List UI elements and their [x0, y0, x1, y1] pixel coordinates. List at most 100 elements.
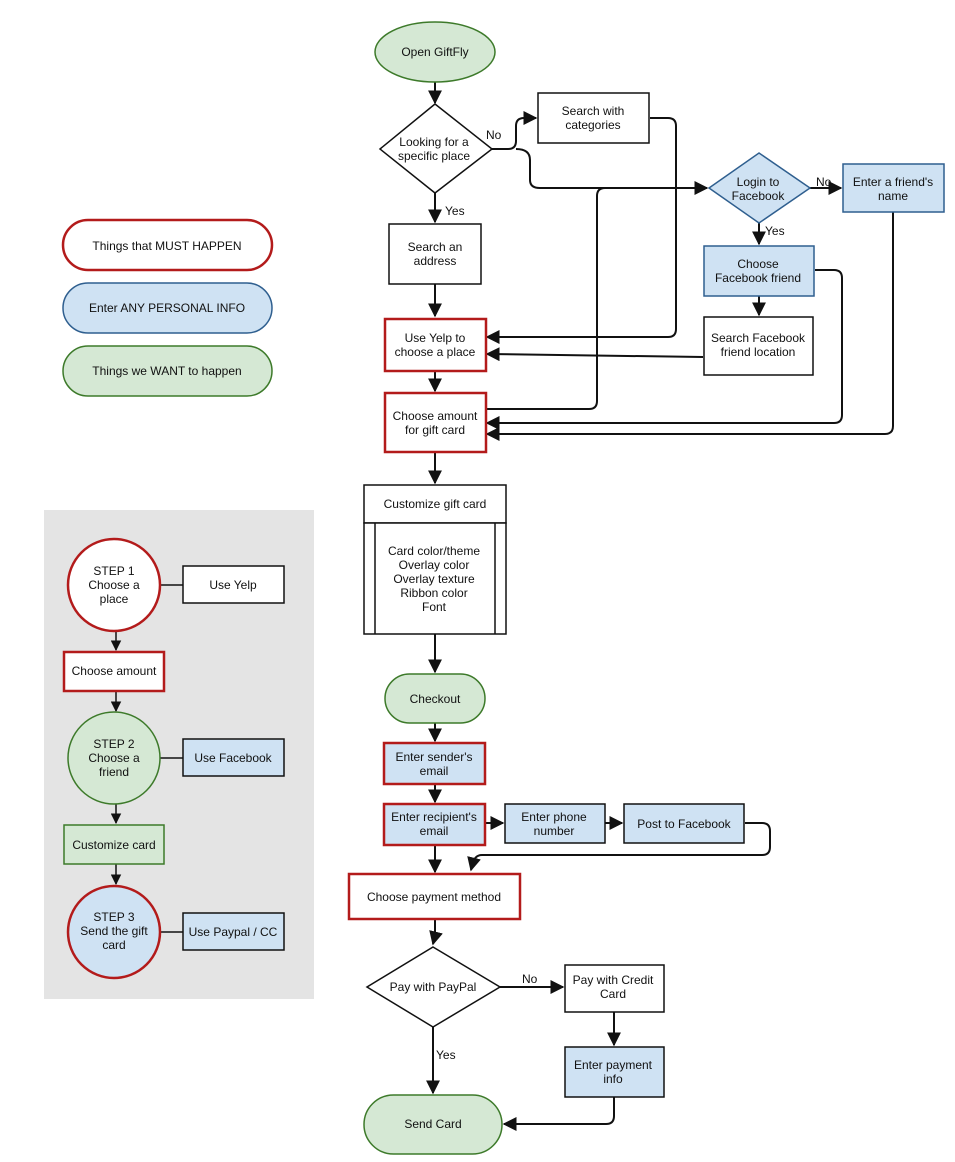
looking-decision-label: Looking for a	[399, 135, 469, 149]
legend-want-shape	[62, 345, 273, 397]
enter-friend-name-label: Enter a friend's	[853, 175, 933, 189]
login-facebook-decision-node	[707, 152, 812, 224]
edge-label-no: No	[522, 972, 538, 986]
connector	[467, 822, 771, 872]
use-yelp-node-label: Use Yelp to	[405, 331, 466, 345]
payment-method-label: Choose payment method	[367, 890, 501, 904]
choose-amount-node-label: Choose amount	[393, 409, 478, 423]
step2-circle	[67, 711, 161, 805]
customize-item: Overlay texture	[393, 572, 475, 586]
payment-method-node	[347, 872, 522, 921]
legend-personal-shape	[62, 282, 273, 334]
payment-info-node	[564, 1046, 665, 1098]
checkout-label: Checkout	[410, 692, 461, 706]
sender-email-label: email	[420, 764, 449, 778]
checkout-node	[384, 673, 486, 724]
edge-label-yes: Yes	[765, 224, 785, 238]
connector	[487, 187, 707, 410]
customize-header-node	[363, 484, 507, 524]
choose-amount-label: Choose amount	[72, 664, 157, 678]
use-yelp-node-label: choose a place	[395, 345, 476, 359]
customize-item: Card color/theme	[388, 544, 480, 558]
payment-info-label: info	[603, 1072, 623, 1086]
post-facebook-label: Post to Facebook	[637, 817, 731, 831]
edge-label-no: No	[486, 128, 502, 142]
step3-label: STEP 3	[93, 910, 134, 924]
choose-amount-node-label: for gift card	[405, 423, 465, 437]
send-card-node	[363, 1094, 503, 1155]
use-facebook-label: Use Facebook	[194, 751, 272, 765]
recipient-email-label: Enter recipient's	[391, 810, 477, 824]
connector	[429, 920, 443, 946]
sender-email-node	[382, 741, 487, 786]
phone-node	[504, 803, 606, 844]
recipient-email-label: email	[420, 824, 449, 838]
step3-label: Send the gift	[80, 924, 148, 938]
connector	[502, 1097, 615, 1131]
customize-item: Font	[422, 600, 447, 614]
step1-circle	[66, 537, 162, 633]
customize-card-label: Customize card	[72, 838, 155, 852]
enter-friend-name-node	[842, 163, 945, 213]
pay-credit-label: Card	[600, 987, 626, 1001]
customize-header-label: Customize gift card	[384, 497, 487, 511]
search-categories-node	[537, 92, 650, 144]
step1-label: Choose a	[88, 578, 140, 592]
open-giftfly-label: Open GiftFly	[401, 45, 468, 59]
sender-email-label: Enter sender's	[396, 750, 473, 764]
search-fb-location-label: friend location	[721, 345, 796, 359]
phone-label: number	[534, 824, 575, 838]
edge-label-yes: Yes	[445, 204, 465, 218]
legend-must-label: Things that MUST HAPPEN	[92, 239, 241, 253]
choose-amount-box	[62, 650, 166, 693]
edge-label-no: No	[816, 175, 832, 189]
edge-label-yes: Yes	[436, 1048, 456, 1062]
search-fb-location-label: Search Facebook	[711, 331, 806, 345]
steps-panel: STEP 1 Choose a place Use Yelp Choose am…	[44, 510, 314, 999]
step3-label: card	[102, 938, 125, 952]
use-paypal-label: Use Paypal / CC	[189, 925, 278, 939]
legend: Things that MUST HAPPEN Enter ANY PERSON…	[61, 218, 274, 397]
open-giftfly-node	[374, 21, 496, 83]
pay-paypal-label: Pay with PayPal	[390, 980, 477, 994]
post-facebook-node	[623, 803, 745, 844]
payment-info-label: Enter payment	[574, 1058, 653, 1072]
customize-item: Ribbon color	[400, 586, 467, 600]
choose-fb-friend-node	[703, 245, 815, 297]
use-yelp-node	[383, 317, 488, 373]
send-card-label: Send Card	[404, 1117, 461, 1131]
login-facebook-label: Login to	[737, 175, 780, 189]
customize-card-box	[63, 824, 165, 865]
use-paypal-box	[182, 912, 285, 951]
customize-list-node	[363, 522, 507, 635]
legend-want-label: Things we WANT to happen	[92, 364, 241, 378]
login-facebook-label: Facebook	[732, 189, 786, 203]
use-yelp-label: Use Yelp	[209, 578, 257, 592]
connector	[485, 269, 843, 430]
choose-fb-friend-label: Choose	[737, 257, 779, 271]
search-categories-label: categories	[565, 118, 620, 132]
search-categories-label: Search with	[562, 104, 625, 118]
flow-nodes: Open GiftFly Looking for a specific plac…	[347, 21, 945, 1155]
enter-friend-name-label: name	[878, 189, 908, 203]
connector	[485, 347, 704, 362]
connector	[515, 148, 709, 195]
recipient-email-node	[382, 802, 487, 847]
step2-label: Choose a	[88, 751, 140, 765]
step3-circle	[66, 884, 162, 980]
search-address-label: address	[414, 254, 457, 268]
looking-decision-label: specific place	[398, 149, 470, 163]
flow-connectors	[426, 82, 894, 1131]
connector	[485, 117, 677, 344]
use-facebook-box	[182, 738, 285, 777]
phone-label: Enter phone	[521, 810, 587, 824]
legend-personal-label: Enter ANY PERSONAL INFO	[89, 301, 245, 315]
search-address-label: Search an	[408, 240, 463, 254]
connector	[485, 212, 894, 441]
pay-credit-label: Pay with Credit	[573, 973, 654, 987]
step2-label: friend	[99, 765, 129, 779]
choose-amount-node	[383, 391, 488, 454]
legend-must-shape	[61, 218, 274, 272]
